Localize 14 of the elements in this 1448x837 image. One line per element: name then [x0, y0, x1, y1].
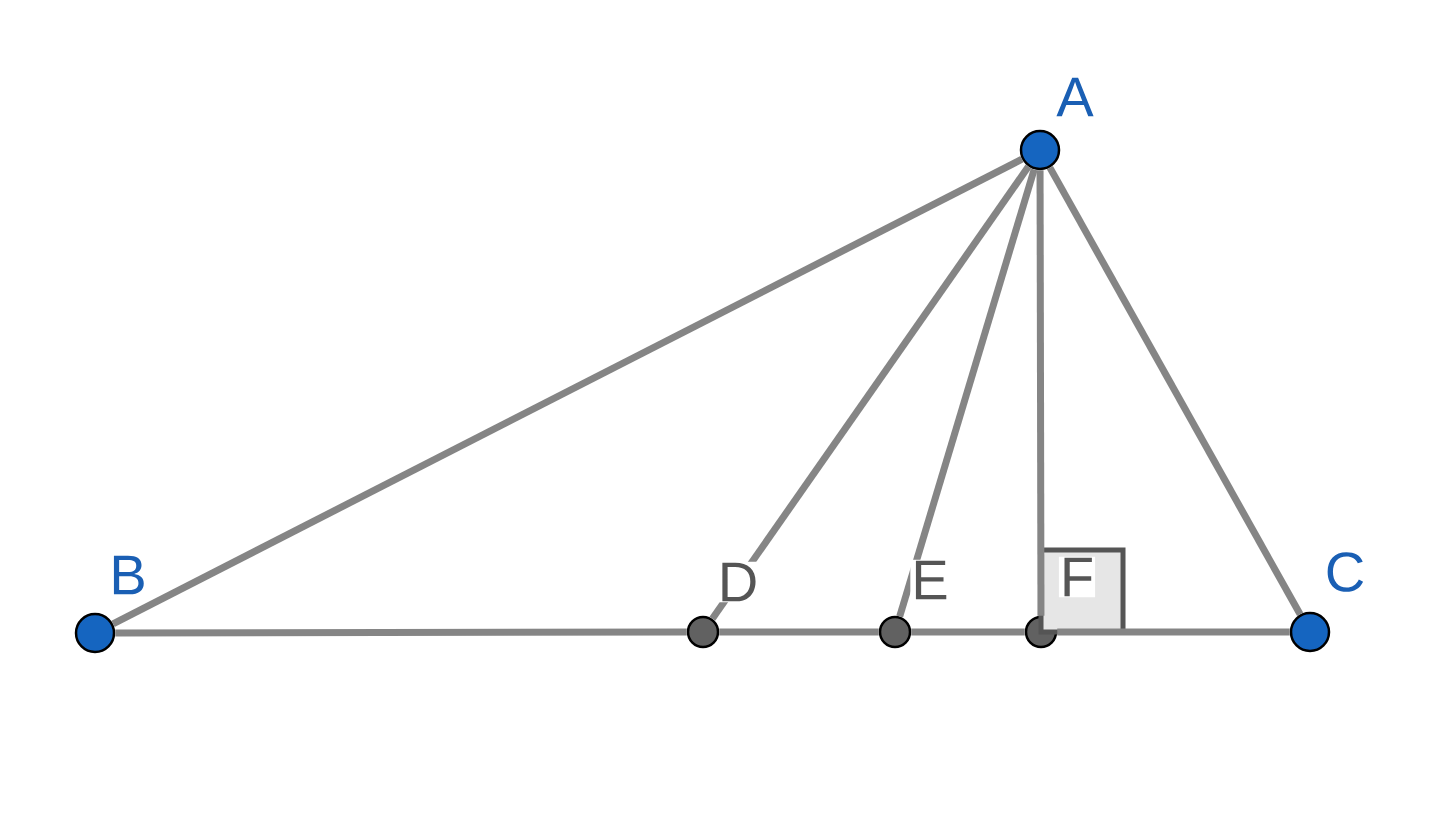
point-label: B [108, 554, 148, 596]
point-label: C [1323, 551, 1367, 593]
point-label: D [716, 561, 760, 603]
point-label: A [1055, 76, 1095, 118]
line-segment [896, 168, 1038, 618]
line-segment [709, 164, 1032, 621]
line-segment [1046, 165, 1304, 617]
point [1019, 129, 1061, 171]
line-segment [111, 156, 1024, 627]
point [1289, 611, 1331, 653]
point [878, 615, 912, 649]
point [74, 612, 116, 654]
point [686, 615, 720, 649]
point-label: E [910, 559, 950, 601]
